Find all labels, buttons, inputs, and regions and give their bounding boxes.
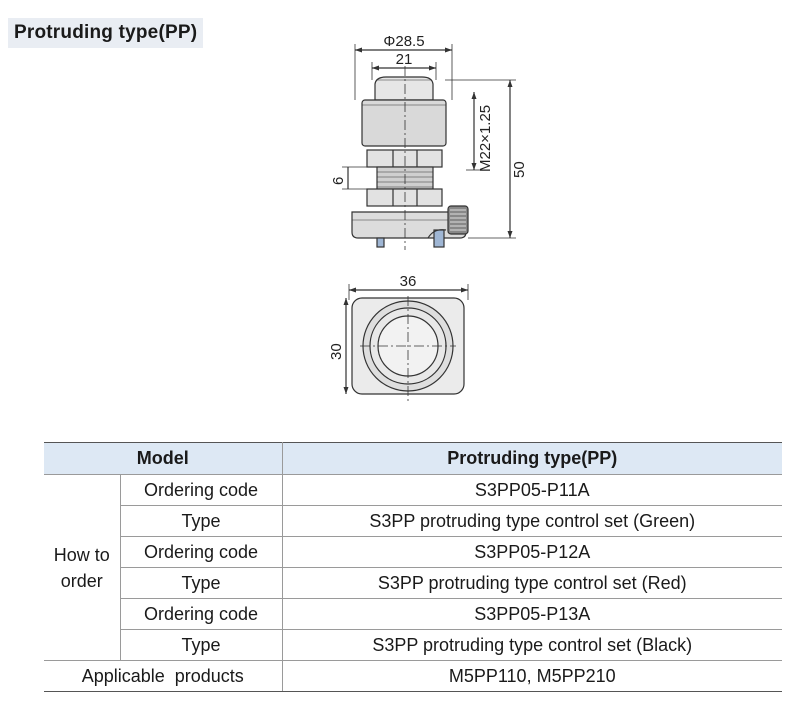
- dim-total-height: 50: [511, 161, 528, 178]
- dim-thread: M22×1.25: [477, 105, 494, 172]
- row-value: S3PP protruding type control set (Green): [281, 505, 782, 537]
- row-label: Ordering code: [119, 474, 283, 506]
- row-label: Type: [120, 629, 283, 661]
- row-value: S3PP protruding type control set (Black): [281, 629, 782, 661]
- row-value: S3PP05-P12A: [281, 536, 782, 568]
- dim-head-width: 21: [396, 51, 413, 68]
- technical-drawing: Φ28.5 21 M22×1.25 50 6 36 30: [328, 33, 528, 402]
- row-label: Type: [120, 567, 283, 599]
- applicable-products-row: Applicable products M5PP110, M5PP210: [44, 660, 782, 692]
- table-row: Type S3PP protruding type control set (G…: [44, 505, 782, 537]
- applicable-products-value: M5PP110, M5PP210: [281, 660, 782, 692]
- table-header-row: Model Protruding type(PP): [44, 442, 782, 475]
- side-view: [342, 44, 516, 250]
- row-value: S3PP05-P13A: [281, 598, 782, 630]
- row-label: Ordering code: [120, 536, 283, 568]
- row-label: Ordering code: [120, 598, 283, 630]
- section-title: Protruding type(PP): [8, 18, 204, 48]
- dim-panel-thickness: 6: [330, 177, 347, 185]
- how-to-order-label: How to order: [44, 474, 121, 661]
- table-row: Type S3PP protruding type control set (B…: [44, 629, 782, 661]
- row-label: Type: [120, 505, 283, 537]
- row-value: S3PP05-P11A: [281, 474, 782, 506]
- dim-base-width: 36: [400, 273, 417, 290]
- row-value: S3PP protruding type control set (Red): [281, 567, 782, 599]
- spec-table: Model Protruding type(PP) How to order O…: [44, 442, 782, 692]
- front-view: [343, 284, 469, 402]
- table-row: Ordering code S3PP05-P13A: [44, 598, 782, 630]
- header-model: Model: [44, 442, 283, 475]
- dim-base-height: 30: [328, 343, 345, 360]
- header-protruding-type: Protruding type(PP): [281, 442, 782, 475]
- applicable-products-label: Applicable products: [44, 660, 283, 692]
- table-row: How to order Ordering code S3PP05-P11A: [44, 474, 782, 661]
- table-row: Ordering code S3PP05-P12A: [44, 536, 782, 568]
- dim-outer-diameter: Φ28.5: [383, 33, 424, 50]
- table-row: Type S3PP protruding type control set (R…: [44, 567, 782, 599]
